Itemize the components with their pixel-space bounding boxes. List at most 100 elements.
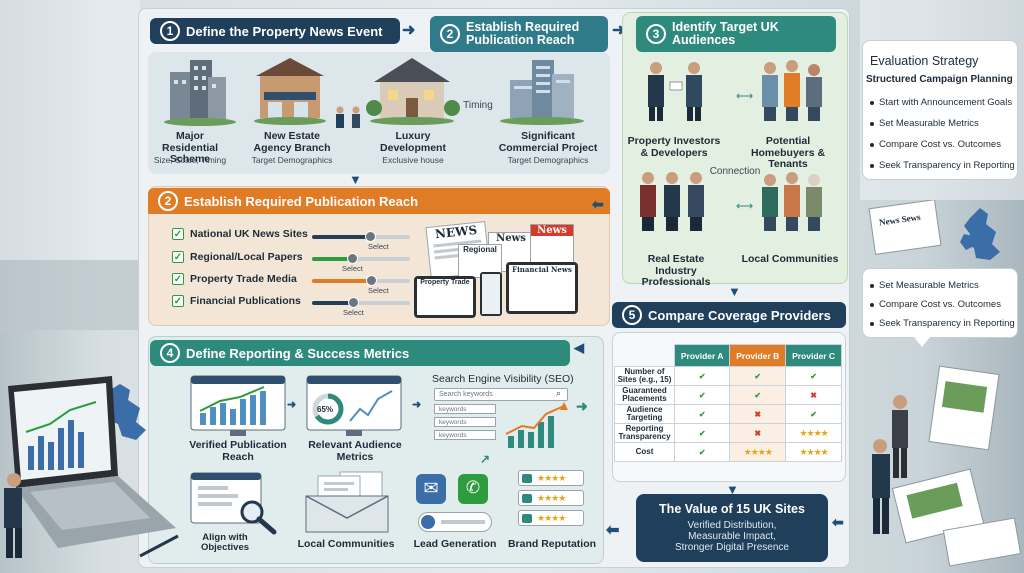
provider-row: Guaranteed Placements✔✔✖: [614, 385, 842, 405]
businesspeople-icon: [872, 365, 1022, 567]
select-label: Select: [343, 308, 364, 317]
star-icon: ★★★★: [537, 493, 566, 503]
keyword-field[interactable]: keywords: [434, 430, 496, 440]
metric-label: Relevant Audience Metrics: [308, 439, 402, 463]
star-rating-icon: ★★★★: [785, 442, 842, 462]
arrow-left-icon: ⬅: [592, 196, 604, 212]
checklist-item[interactable]: ✓National UK News Sites: [172, 228, 308, 240]
step3-people: ⟷ ⟷: [640, 60, 822, 231]
svg-text:⟷: ⟷: [736, 89, 753, 103]
value-title: The Value of 15 UK Sites: [659, 502, 805, 516]
magnifier-icon: [190, 472, 277, 535]
svg-text:⟷: ⟷: [736, 199, 753, 213]
step5-number: 5: [622, 305, 642, 325]
step3-header: 3 Identify Target UK Audiences: [636, 16, 836, 52]
newspaper-title: News: [531, 225, 573, 236]
arrow-right-icon: ➜: [402, 22, 416, 39]
uk-map-icon: [104, 384, 146, 440]
arrow-left-icon: ⬅: [832, 514, 844, 530]
provider-row-label: Number of Sites (e.g., 15): [614, 366, 675, 386]
tablet-icon: Property Trade: [414, 276, 476, 318]
audience-label: Local Communities: [741, 253, 839, 265]
select-label: Select: [342, 264, 363, 273]
phone-icon: [480, 272, 502, 316]
checklist-label: Financial Publications: [190, 295, 301, 307]
tablet-title: Property Trade: [417, 279, 473, 315]
monitor-icon: Financial News: [506, 262, 578, 314]
checkbox-checked-icon[interactable]: ✓: [172, 295, 184, 307]
building-icon: [164, 60, 236, 126]
step1-illustrations: [164, 58, 584, 128]
uk-map-icon: News Sews: [868, 200, 1000, 260]
step1-item-sub: Target Demographics: [507, 155, 589, 165]
envelope-icon: [305, 471, 389, 533]
reach-slider[interactable]: [312, 275, 410, 286]
step2-top-header: 2 Establish Required Publication Reach: [430, 16, 608, 52]
arrow-right-icon: ➜: [576, 398, 588, 414]
select-label: Select: [368, 242, 389, 251]
value-lines: Verified Distribution, Measurable Impact…: [636, 520, 828, 553]
arrow-down-icon: ▼: [726, 482, 739, 497]
newspaper-icon: News: [530, 224, 574, 266]
star-icon: ★★★★: [537, 473, 566, 483]
step1-item-label: New Estate Agency Branch: [253, 130, 331, 154]
keyword-field[interactable]: keywords: [434, 417, 496, 427]
provider-row-label: Audience Targeting: [614, 404, 675, 424]
search-icon[interactable]: ⌕: [556, 388, 562, 398]
provider-table: Provider A Provider B Provider C Number …: [614, 344, 842, 462]
arrow-down-icon: ▼: [728, 284, 741, 299]
newspaper-title: Regional: [463, 245, 497, 254]
metric-label: Verified Publication Reach: [189, 439, 287, 463]
step1-item-label: Luxury Development: [380, 130, 446, 154]
mail-icon: ✉: [416, 474, 446, 504]
cross-icon: ✖: [729, 404, 787, 424]
star-rating-icon: ★★★★: [729, 442, 787, 462]
bottom-label: Brand Reputation: [507, 538, 597, 550]
step5-header: 5 Compare Coverage Providers: [612, 302, 846, 328]
step3-panel: [622, 12, 848, 284]
step1-number: 1: [160, 21, 180, 41]
step1-item-sub: Size, Scale, Timing: [153, 155, 227, 165]
background-window: [0, 0, 140, 330]
handshake-icon: [336, 106, 360, 128]
step2-top-number: 2: [440, 24, 460, 44]
arrow-down-icon: ▼: [349, 172, 362, 187]
star-icon: ★★★★: [537, 513, 566, 523]
checkbox-checked-icon[interactable]: ✓: [172, 251, 184, 263]
phone-icon: ✆: [458, 474, 488, 504]
step1-item-label: Major Residential Scheme: [161, 130, 219, 166]
laptop-icon: [4, 376, 179, 558]
star-rating-icon: ★★★★: [785, 423, 842, 443]
checklist-item[interactable]: ✓ Financial Publications: [172, 295, 301, 307]
provider-row-label: Reporting Transparency: [614, 423, 675, 443]
provider-row: Reporting Transparency✔✖★★★★: [614, 423, 842, 443]
checkbox-checked-icon[interactable]: ✓: [172, 273, 184, 285]
arrow-left-icon: ◀: [574, 340, 584, 355]
evaluation-item: Set Measurable Metrics: [879, 118, 979, 129]
evaluation-panel: [862, 40, 1018, 180]
provider-row-label: Guaranteed Placements: [614, 385, 675, 405]
bubble-tail: [914, 337, 930, 347]
checklist-item[interactable]: ✓Property Trade Media: [172, 273, 297, 285]
provider-header: Provider A: [673, 344, 731, 367]
reach-slider[interactable]: [312, 253, 410, 264]
evaluation-item: Seek Transparency in Reporting: [879, 160, 1015, 171]
step3-title: Identify Target UK Audiences: [672, 19, 779, 47]
checklist-item[interactable]: ✓Regional/Local Papers: [172, 251, 303, 263]
select-label: Select: [368, 286, 389, 295]
seo-search-input[interactable]: Search keywords: [434, 388, 568, 401]
value-line: Measurable Impact,: [688, 531, 776, 542]
reach-slider[interactable]: [312, 297, 410, 308]
bubble-item: Seek Transparency in Reporting: [879, 318, 1015, 329]
connection-label: Connection: [709, 166, 761, 177]
audience-label: Real Estate Industry Professionals: [641, 253, 711, 289]
bubble-panel: [862, 268, 1018, 338]
reach-slider[interactable]: [312, 231, 410, 242]
checkbox-checked-icon[interactable]: ✓: [172, 228, 184, 240]
people-icon: [762, 60, 822, 121]
step4-number: 4: [160, 343, 180, 363]
arrow-up-icon: ↗: [480, 452, 491, 466]
keyword-field[interactable]: keywords: [434, 404, 496, 414]
house-icon: [366, 58, 460, 125]
gauge-value: 65%: [317, 405, 334, 414]
